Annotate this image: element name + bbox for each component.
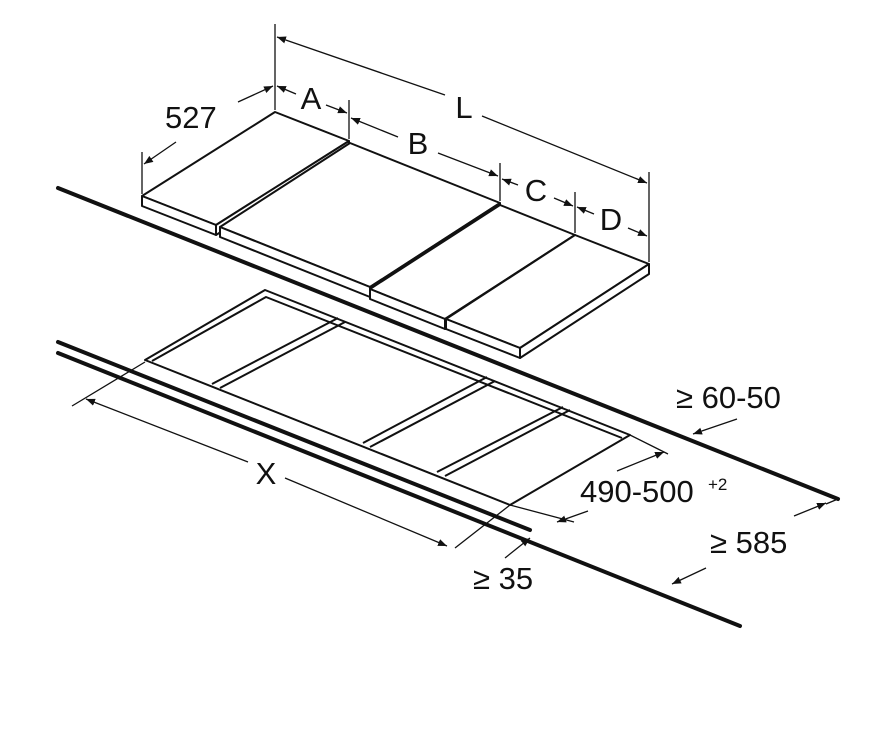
worktop-front-edge-lower [56,351,742,628]
label-thickness: ≥ 60-50 [676,380,781,415]
worktop-lines [56,186,840,628]
worktop-back-edge [56,186,840,501]
dimline-c-right [553,197,574,207]
dimline-b-right [437,152,499,177]
label-depth: 527 [165,100,217,135]
dimline-585-lower [671,567,707,585]
label-x: X [256,456,277,491]
label-a: A [301,81,322,116]
label-cutout-tolerance: +2 [708,475,727,494]
label-b: B [408,126,429,161]
dimline-x-right [284,477,448,547]
dimline-a-right [325,104,348,114]
dimline-thickness [692,418,738,435]
dimline-527-upper [237,85,274,103]
dimline-585-upper [793,502,827,517]
dimline-x-left [85,398,249,463]
dimline-b-left [350,117,399,138]
cutout-inner-edge [151,296,623,439]
label-worktop-depth: ≥ 585 [710,525,787,560]
label-d: D [600,202,622,237]
dimline-35 [504,537,531,559]
dimension-labels: 527 A L B C D X ≥ 60-50 490-500 +2 ≥ 585… [165,81,787,596]
label-c: C [525,173,547,208]
label-cutout-depth: 490-500 [580,474,694,509]
dimline-d-left [576,206,595,215]
dimline-a-left [276,85,297,95]
label-front-distance: ≥ 35 [473,561,533,596]
dimline-l-left [276,36,446,96]
dimline-d-right [627,227,648,237]
dimension-lines [85,36,827,585]
dimline-527-lower [143,141,177,165]
dimline-l-right [481,115,648,184]
hob-modules [141,111,650,359]
worktop-front-edge-upper [56,340,532,532]
dimline-490-lower [556,510,589,523]
module-d [445,234,650,359]
dimline-c-left [501,178,519,186]
dimline-490-upper [616,451,665,472]
label-l: L [455,90,472,125]
